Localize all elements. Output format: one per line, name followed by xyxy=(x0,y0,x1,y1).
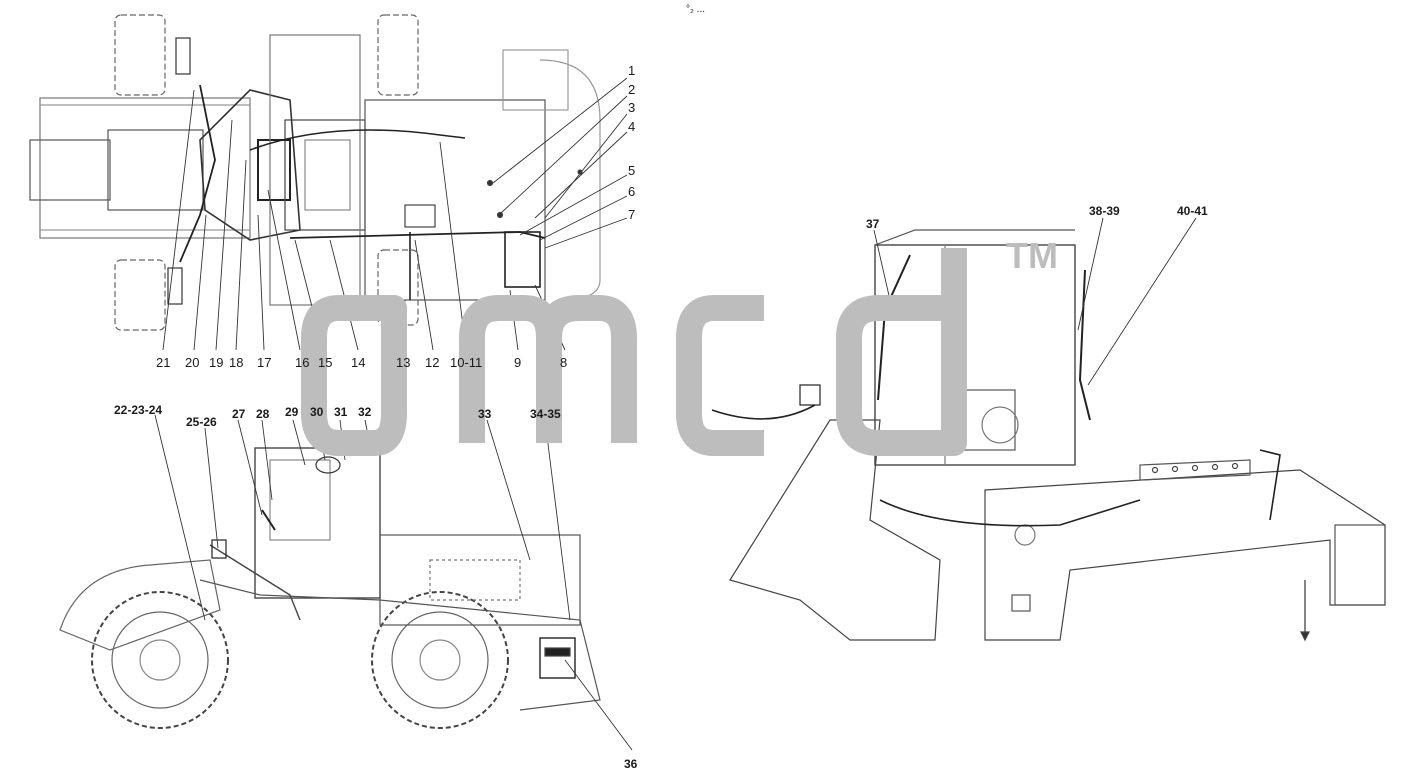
top-view-loader xyxy=(29,14,601,331)
side-view-leaders xyxy=(154,414,633,751)
label-21: 21 xyxy=(156,355,171,370)
label-14: 14 xyxy=(351,355,366,370)
label-22-23-24: 22-23-24 xyxy=(114,403,163,417)
label-25-26: 25-26 xyxy=(186,415,217,429)
side-view-loader xyxy=(59,447,601,729)
top-view-leaders xyxy=(162,77,628,351)
label-18: 18 xyxy=(229,355,244,370)
label-37: 37 xyxy=(866,217,880,231)
header-mark: °₂ ... xyxy=(686,4,705,15)
label-27: 27 xyxy=(232,407,246,421)
label-33: 33 xyxy=(478,407,492,421)
label-9: 9 xyxy=(514,355,522,370)
frame-view-leaders xyxy=(873,217,1197,386)
label-20: 20 xyxy=(185,355,200,370)
label-16: 16 xyxy=(295,355,310,370)
label-12: 12 xyxy=(425,355,440,370)
label-40-41: 40-41 xyxy=(1177,204,1208,218)
label-28: 28 xyxy=(256,407,270,421)
label-2: 2 xyxy=(628,82,636,97)
label-1: 1 xyxy=(628,63,636,78)
label-10-11: 10-11 xyxy=(450,355,483,370)
label-6: 6 xyxy=(628,184,636,199)
label-17: 17 xyxy=(257,355,272,370)
label-29: 29 xyxy=(285,405,299,419)
label-15: 15 xyxy=(318,355,333,370)
label-7: 7 xyxy=(628,207,636,222)
label-36: 36 xyxy=(624,757,638,771)
label-13: 13 xyxy=(396,355,411,370)
label-32: 32 xyxy=(358,405,372,419)
frame-view xyxy=(711,229,1386,642)
label-34-35: 34-35 xyxy=(530,407,561,421)
label-30: 30 xyxy=(310,405,324,419)
label-31: 31 xyxy=(334,405,348,419)
label-3: 3 xyxy=(628,100,636,115)
label-38-39: 38-39 xyxy=(1089,204,1120,218)
label-5: 5 xyxy=(628,163,636,178)
label-19: 19 xyxy=(209,355,224,370)
label-8: 8 xyxy=(560,355,568,370)
label-4: 4 xyxy=(628,119,636,134)
